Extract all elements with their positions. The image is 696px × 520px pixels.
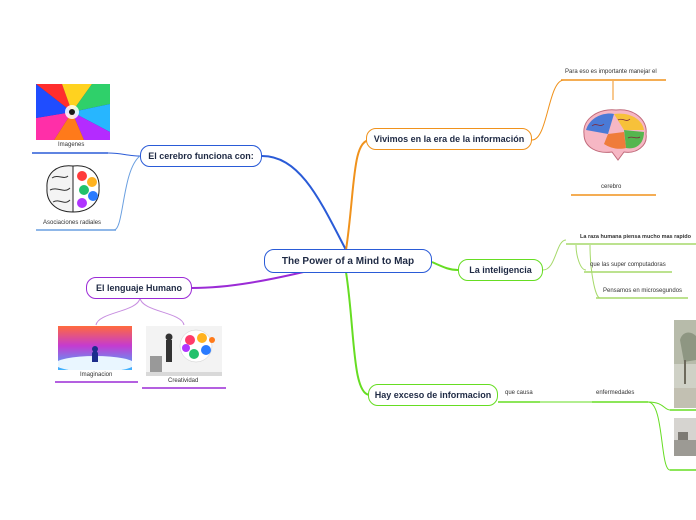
landscape-photo-image — [674, 418, 696, 456]
subtopic-asociaciones[interactable]: Asociaciones radiales — [43, 220, 102, 226]
topic-exceso[interactable]: Hay exceso de informacion — [368, 384, 498, 406]
brain-image — [578, 104, 652, 164]
subtopic-pensamos[interactable]: Pensamos en microsegundos — [603, 288, 683, 294]
subtopic-enfermedades[interactable]: enfermedades — [596, 390, 635, 396]
topic-era[interactable]: Vivimos en la era de la información — [366, 128, 532, 150]
topic-lenguaje[interactable]: El lenguaje Humano — [86, 277, 192, 299]
topic-inteligencia[interactable]: La inteligencia — [458, 259, 543, 281]
subtopic-imaginacion[interactable]: Imaginacion — [80, 372, 113, 378]
subtopic-para-eso[interactable]: Para eso es importante manejar el — [565, 69, 657, 75]
central-topic[interactable]: The Power of a Mind to Map — [264, 249, 432, 273]
tree-photo-image — [674, 320, 696, 408]
subtopic-raza[interactable]: La raza humana piensa mucho mas rapido — [580, 234, 691, 240]
brain-associations-image — [38, 160, 108, 218]
subtopic-super[interactable]: que las super computadoras — [590, 262, 666, 268]
subtopic-que-causa[interactable]: que causa — [505, 390, 533, 396]
colorful-swirl-image — [36, 84, 110, 140]
imagination-image — [58, 326, 132, 370]
subtopic-imagenes[interactable]: Imagenes — [58, 142, 85, 148]
subtopic-creatividad[interactable]: Creatividad — [168, 378, 199, 384]
topic-cerebro[interactable]: El cerebro funciona con: — [140, 145, 262, 167]
subtopic-cerebro[interactable]: cerebro — [601, 184, 622, 190]
creativity-image — [146, 326, 222, 376]
